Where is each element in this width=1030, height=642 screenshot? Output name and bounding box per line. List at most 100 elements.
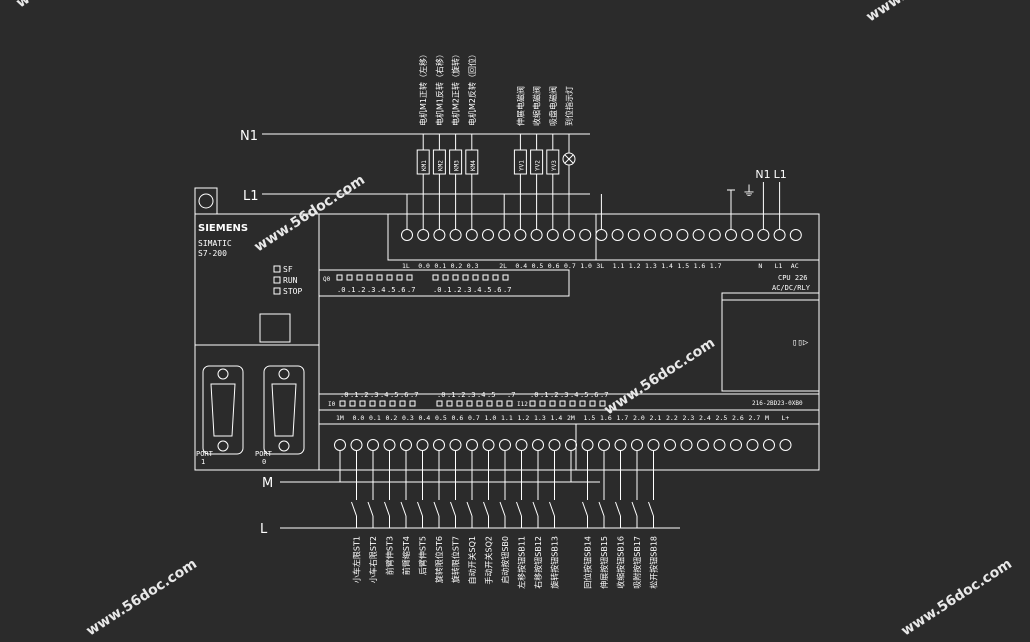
bottom-terminal-label: 1.3 [534,414,546,422]
output-led-label: .5 [387,286,395,294]
memory-card-icon: ▯▯▷ [792,338,809,348]
top-terminal-screw [546,229,559,241]
l1-rail-label: L1 [243,189,259,204]
bottom-terminal-screw [499,439,511,451]
input-led [496,400,503,407]
input-led [436,400,443,407]
coil-label: YV1 [518,160,525,171]
bottom-terminal-label: 1.5 [584,414,596,422]
bottom-terminal-screw [713,439,726,451]
output-led-label: .1 [443,286,451,294]
bottom-terminal-screw [532,439,544,451]
input-led-prefix: I0 [328,401,336,408]
top-terminal-label: 1L [402,262,410,270]
top-terminal-screw [611,229,624,241]
input-led [579,400,586,407]
output-led [502,274,509,281]
top-terminal-label: 0.5 [532,262,544,270]
top-terminal-label: 1.6 [694,262,706,270]
led-run [273,276,281,284]
input-led-label: .6 [400,391,408,399]
input-led [456,400,463,407]
input-led [399,400,406,407]
port1-label: PORT [196,450,214,458]
output-led-label: .0 [337,286,345,294]
bottom-terminal-screw [515,439,528,451]
memory-card-slot [721,292,820,392]
switch-contact-icon [367,501,374,517]
bottom-terminal-label: 1.4 [551,414,563,422]
coil-label: KM2 [437,160,444,171]
watermark-text: www.56doc.com [601,335,717,418]
cpu-model: CPU 226 [778,274,808,282]
top-terminal-screw [595,229,608,241]
led-label: STOP [283,287,302,296]
top-terminal-screw [773,229,786,241]
plc-brand: SIEMENS [198,223,248,234]
input-led-label: .5 [390,391,398,399]
bottom-terminal-screw [565,439,577,451]
watermark-text: www.56doc.com [13,0,129,11]
bottom-terminal-screw [581,439,594,451]
bottom-terminal-label: 1.2 [518,414,530,422]
n1-rail-label: N1 [240,129,258,144]
switch-contact-icon [499,501,506,517]
input-label: 收缩按钮SB16 [616,536,626,589]
input-led [476,400,483,407]
input-led-label: .7 [507,391,515,399]
output-led [492,274,499,281]
input-label: 松开按钮SB18 [649,536,659,589]
top-terminal-label: 1.0 [580,262,592,270]
power-rails [262,133,680,529]
switch-contact-icon [384,501,390,517]
output-led [442,274,449,281]
output-led-label: .4 [377,286,385,294]
bottom-terminal-label: 0.6 [452,414,464,422]
input-led [539,400,546,407]
port1-number: 1 [201,458,205,466]
input-led [339,400,346,407]
bottom-terminal-label: L+ [782,414,790,422]
input-led [466,400,473,407]
bottom-terminal-screw [680,439,693,451]
input-led-label: .0 [530,391,538,399]
l-rail-label: L [260,522,268,537]
output-led [406,274,413,281]
switch-contact-icon [450,501,456,517]
input-led [446,400,453,407]
top-terminal-label: 0.7 [564,262,576,270]
output-led-label: .5 [483,286,491,294]
input-led-label: .1 [350,391,358,399]
top-terminal-label: N [758,262,762,270]
top-terminal-label: L1 [775,262,783,270]
output-led-label: .6 [397,286,405,294]
m-rail-label: M [262,476,273,491]
bottom-terminal-label: 2.1 [650,414,662,422]
output-led-label: .6 [493,286,501,294]
top-terminal-label: 2L [499,262,507,270]
top-terminal-screw [563,229,575,241]
earth-ground-icon: ⏚ [742,184,756,200]
input-led [379,400,386,407]
input-led-label: .5 [580,391,588,399]
output-led-label: .2 [357,286,365,294]
watermark-text: www.56doc.com [898,556,1014,638]
bottom-terminal-screw [598,439,610,451]
bottom-terminal-label: 0.3 [402,414,414,422]
output-label: 电机M1反转（右移） [434,50,444,126]
output-label: 电机M2反转（回位） [467,50,477,126]
bottom-terminal-screw [730,439,742,451]
top-terminal-screw [741,229,754,241]
led-label: SF [283,265,293,274]
output-led-label: .7 [407,286,415,294]
input-led-label: .2 [550,391,558,399]
input-led [369,400,376,407]
input-led [409,400,416,407]
top-terminal-screw [660,229,673,241]
bottom-terminal-label: 1.1 [501,414,513,422]
top-terminal-screw [757,229,770,241]
bottom-terminal-label: 0.5 [435,414,447,422]
